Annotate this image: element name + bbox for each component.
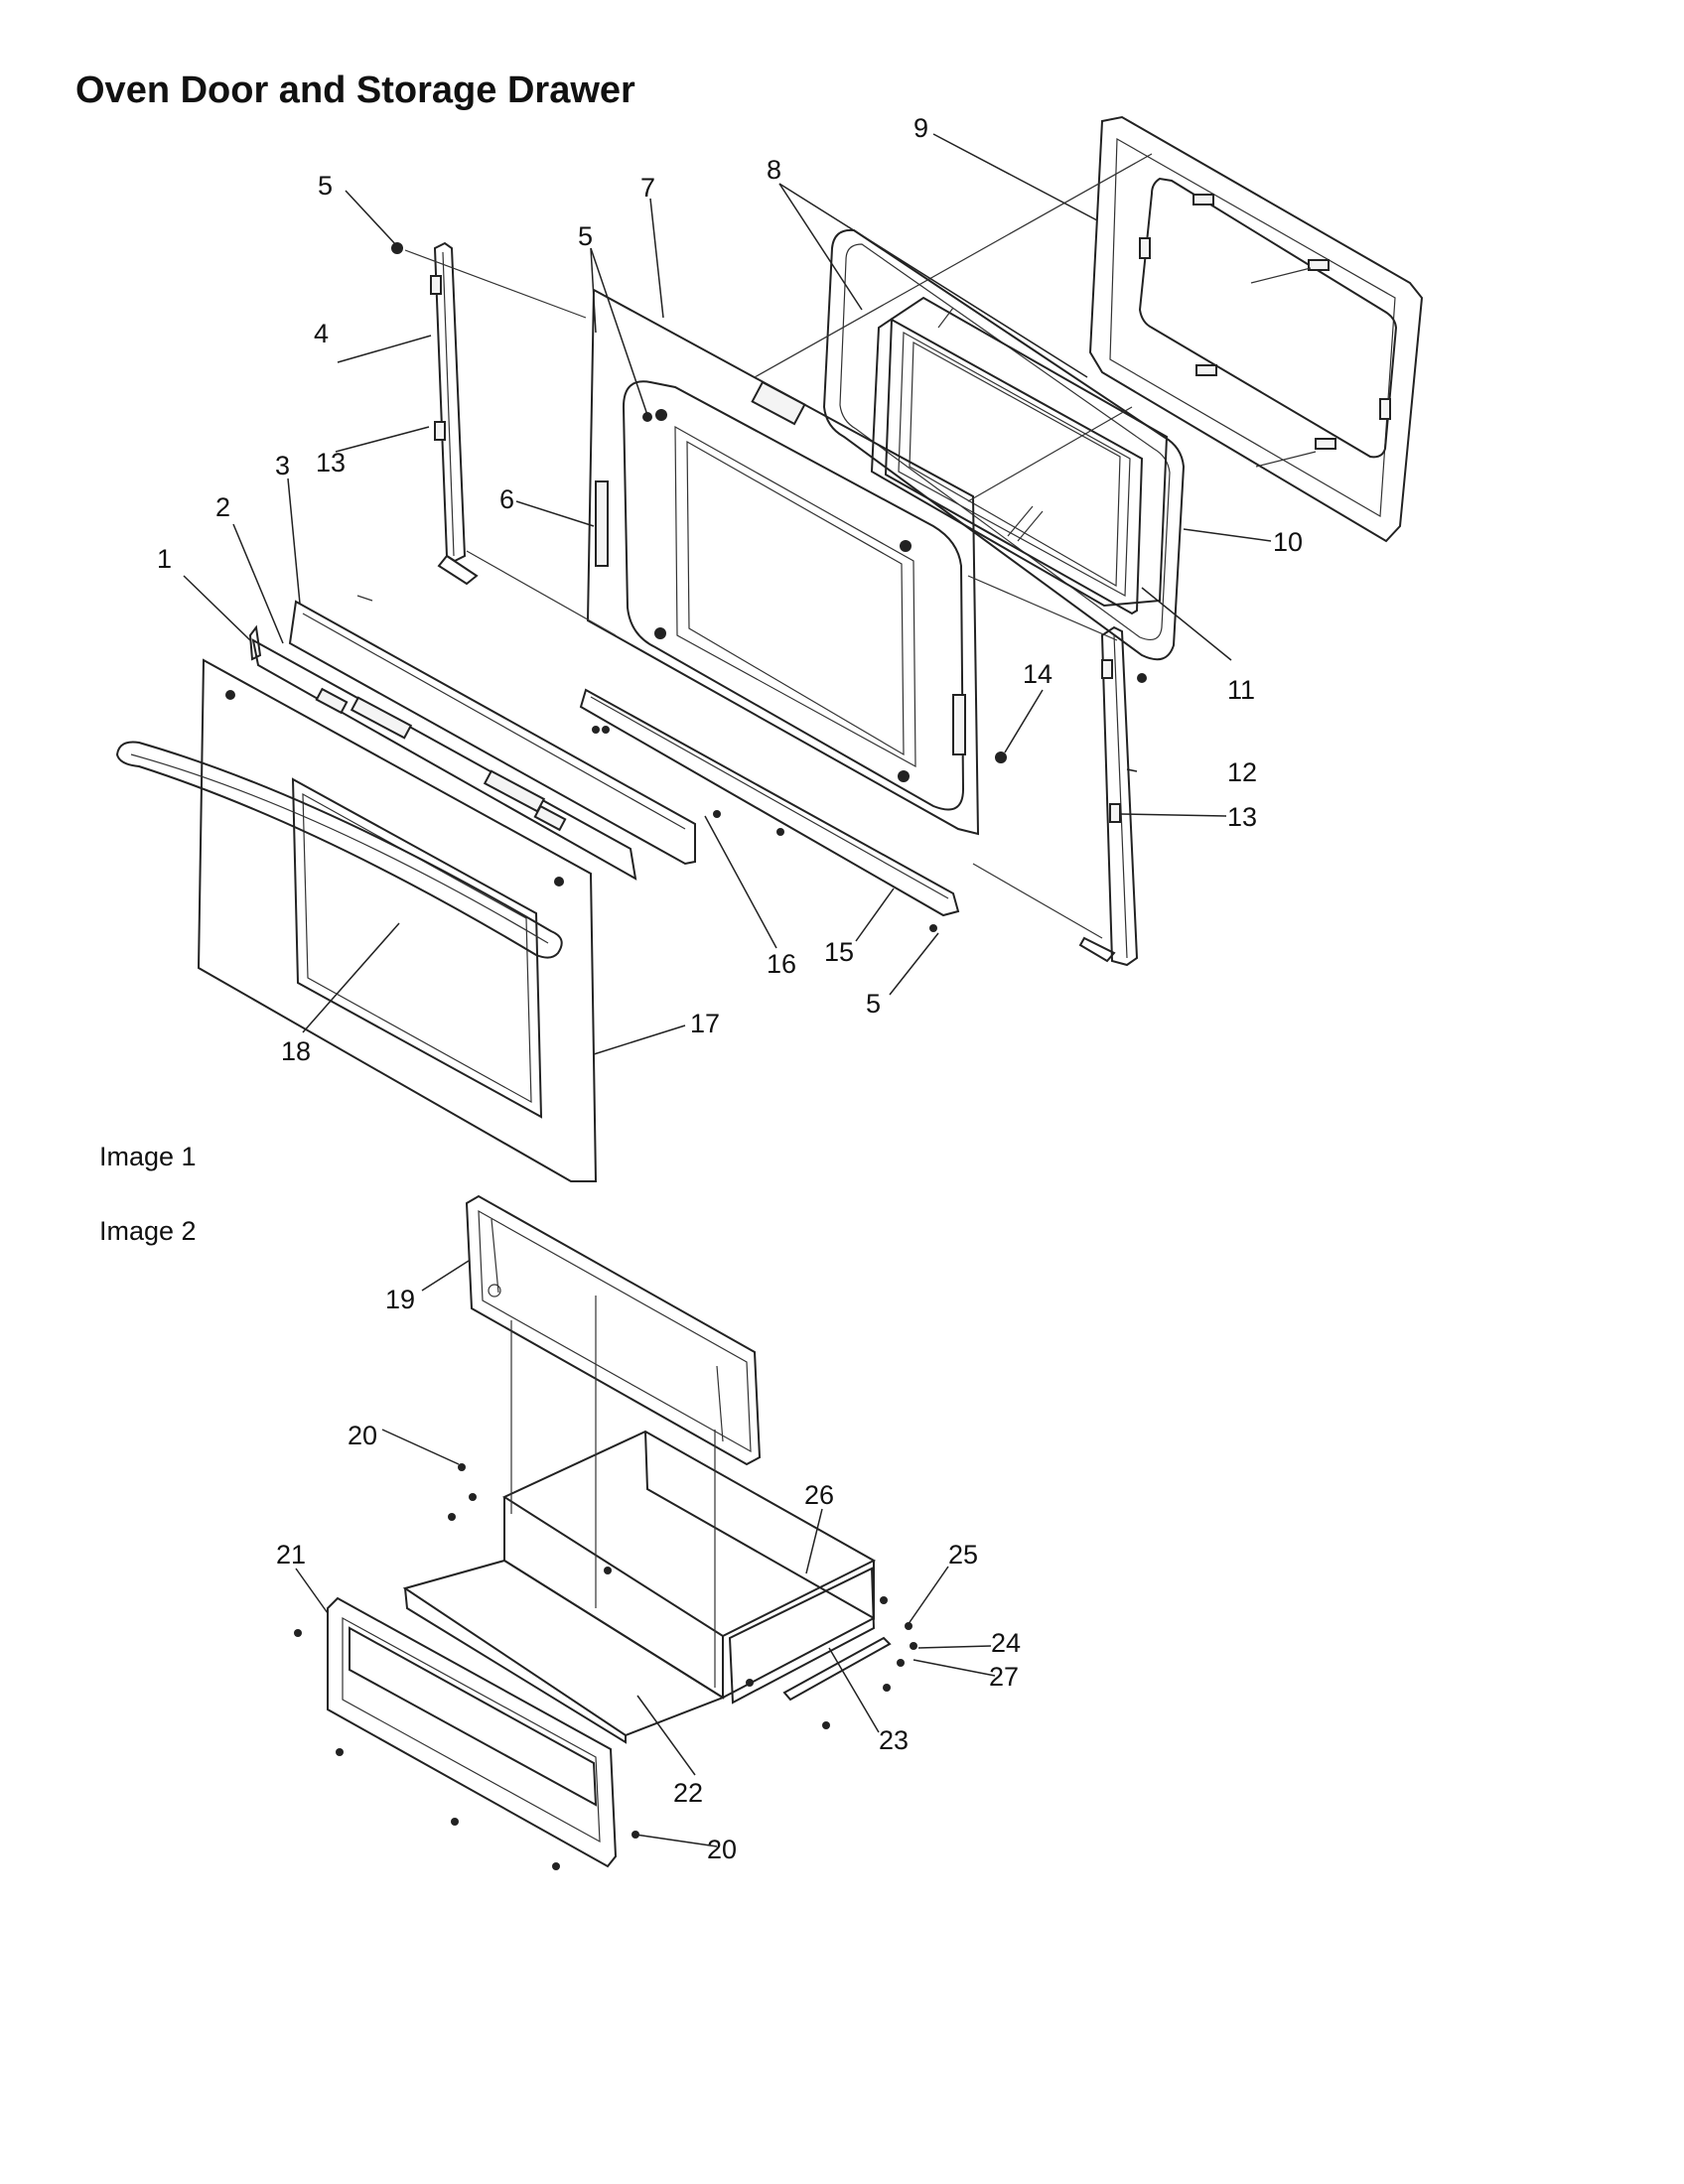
hardware-screws <box>391 242 1147 932</box>
callout-6: 6 <box>499 484 514 514</box>
part-outer-door-panel <box>197 658 598 1182</box>
callout-2: 2 <box>215 492 230 522</box>
callout-26: 26 <box>804 1480 834 1510</box>
callout-9: 9 <box>913 113 928 143</box>
callout-11: 11 <box>1227 675 1255 705</box>
callout-25: 25 <box>948 1540 978 1570</box>
callout-17: 17 <box>690 1009 720 1038</box>
section-label-image-1: Image 1 <box>99 1142 197 1171</box>
part-door-handle <box>115 741 563 959</box>
callout-15: 15 <box>824 937 854 967</box>
callout-20-upper: 20 <box>348 1421 377 1450</box>
part-drawer-slide-rail <box>782 1636 892 1702</box>
callout-4: 4 <box>314 319 329 348</box>
callout-16: 16 <box>767 949 796 979</box>
drawer-hardware-screws <box>294 1463 917 1870</box>
callout-23: 23 <box>879 1725 909 1755</box>
section-label-image-2: Image 2 <box>99 1216 197 1246</box>
callout-24: 24 <box>991 1628 1021 1658</box>
part-drawer-front <box>327 1596 618 1868</box>
callout-5-top-left: 5 <box>318 171 333 201</box>
callout-8: 8 <box>767 155 781 185</box>
part-rear-door-frame <box>1088 115 1424 543</box>
callout-7: 7 <box>640 173 655 203</box>
part-drawer-back-panel <box>465 1194 762 1466</box>
part-drawer-body <box>402 1296 877 1744</box>
callout-5-bottom: 5 <box>866 989 881 1019</box>
callout-19: 19 <box>385 1285 415 1314</box>
callout-18: 18 <box>281 1036 311 1066</box>
part-right-hinge-channel <box>1078 625 1139 967</box>
callout-leaders-image-2 <box>295 1260 996 1847</box>
part-inner-door-panel <box>586 288 980 836</box>
callout-21: 21 <box>276 1540 306 1570</box>
callout-20-lower: 20 <box>707 1835 737 1864</box>
callout-5-top: 5 <box>578 221 593 251</box>
page-title: Oven Door and Storage Drawer <box>75 69 635 111</box>
callout-13-right: 13 <box>1227 802 1257 832</box>
part-door-top-trim <box>248 600 696 881</box>
callout-leaders-image-1 <box>183 133 1272 1055</box>
callout-13-left: 13 <box>316 448 346 478</box>
explosion-lines <box>356 153 1317 939</box>
part-door-bottom-trim <box>579 688 960 917</box>
callout-14: 14 <box>1023 659 1052 689</box>
callout-12: 12 <box>1227 757 1257 787</box>
part-door-gasket <box>822 228 1186 661</box>
callout-27: 27 <box>989 1662 1019 1692</box>
callout-3: 3 <box>275 451 290 480</box>
callout-1: 1 <box>157 544 172 574</box>
part-left-hinge-channel <box>430 241 479 586</box>
callout-10: 10 <box>1273 527 1303 557</box>
callout-22: 22 <box>673 1778 703 1808</box>
